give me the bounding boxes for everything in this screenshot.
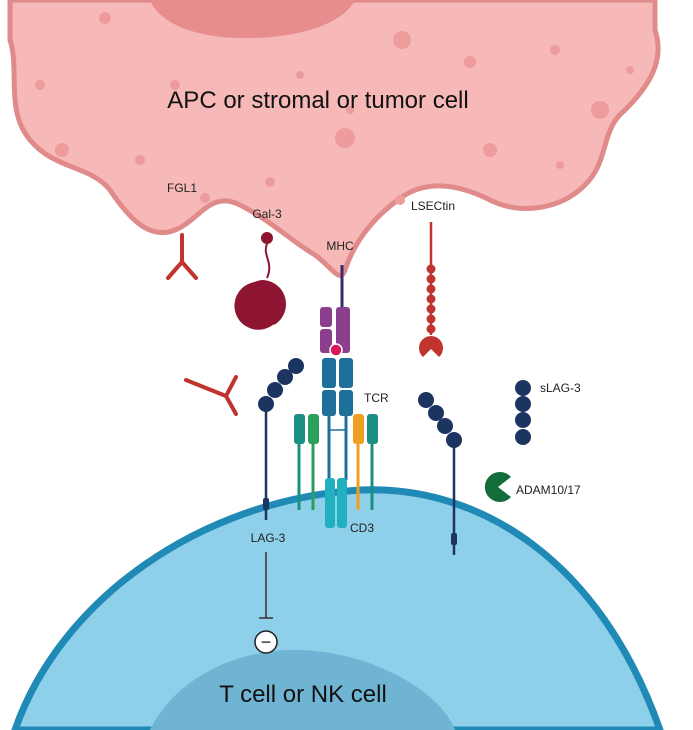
gal3-ligand: Gal-3: [234, 207, 287, 330]
adam-icon: [484, 472, 511, 502]
tcr-complex: TCR: [322, 358, 389, 480]
fgl1-ligand: FGL1: [166, 181, 198, 280]
inhibition-symbol: [254, 630, 278, 654]
cd3-label: CD3: [350, 521, 374, 535]
lag3-label: LAG-3: [251, 531, 286, 545]
t-cell-label: T cell or NK cell: [219, 681, 387, 708]
lag3-receptor-right: [418, 392, 462, 555]
apc-cell-label: APC or stromal or tumor cell: [167, 87, 468, 114]
lag3-receptor: LAG-3 −: [251, 358, 304, 654]
slag3-label: sLAG-3: [540, 381, 581, 395]
t-cell-nucleus: [150, 649, 455, 730]
adam-label: ADAM10/17: [516, 483, 581, 497]
apc-nucleus: [150, 0, 355, 39]
adam-protease: ADAM10/17: [484, 472, 581, 502]
apc-spots: [35, 12, 634, 205]
gal3-label: Gal-3: [252, 207, 282, 221]
mhc-peptide: [329, 343, 343, 357]
t-cell-body: [11, 486, 664, 730]
cd3-complex: CD3: [294, 414, 378, 535]
slag3: sLAG-3: [515, 380, 581, 445]
mhc-label: MHC: [326, 239, 354, 253]
lsectin-label: LSECtin: [411, 199, 455, 213]
t-cell: T cell or NK cell: [11, 486, 664, 730]
lsectin-ligand: LSECtin: [411, 199, 455, 357]
fgl1-label: FGL1: [167, 181, 197, 195]
lsectin-head: [418, 336, 444, 357]
free-ligand-y: [184, 375, 238, 416]
apc-cell-body: [7, 0, 661, 278]
apc-cell: APC or stromal or tumor cell: [7, 0, 661, 278]
tcr-label: TCR: [364, 391, 389, 405]
mhc-complex: MHC: [320, 239, 354, 357]
inhibition-sign: −: [261, 632, 272, 652]
